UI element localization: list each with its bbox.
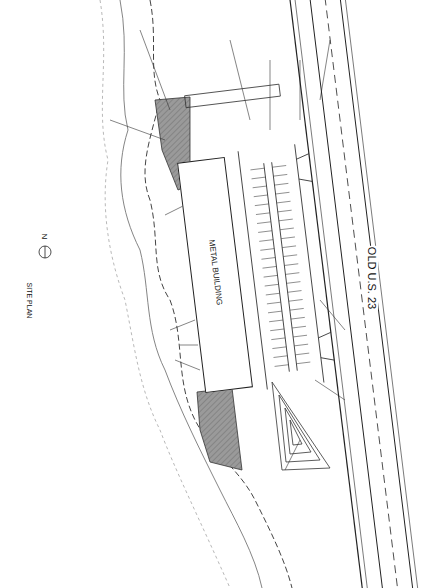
parking-stall xyxy=(271,338,285,340)
road-line xyxy=(330,0,413,588)
parking-stall xyxy=(268,311,282,313)
driveway xyxy=(318,332,334,360)
sheet-title: SITE PLAN xyxy=(26,281,33,319)
parking-stall xyxy=(281,237,295,239)
road-name: OLD U.S. 23 xyxy=(366,246,378,310)
parking-stall xyxy=(280,228,294,230)
parking-stall xyxy=(283,255,297,257)
parking-stall xyxy=(274,183,288,185)
parking-stall xyxy=(284,264,298,266)
parking-stall xyxy=(270,329,284,331)
parking-stall xyxy=(261,258,275,260)
parking-stall xyxy=(290,308,304,310)
driveway xyxy=(296,154,312,182)
parking-stall xyxy=(277,201,291,203)
parking-stall xyxy=(291,317,305,319)
parking-stall xyxy=(293,335,307,337)
parking-stall xyxy=(264,275,278,277)
north-arrow xyxy=(45,246,46,258)
parking-strip xyxy=(185,84,281,107)
parking-stall xyxy=(263,266,277,268)
building-footprint: METAL BUILDING xyxy=(177,157,253,393)
parking-stall xyxy=(258,231,272,233)
parking-stall xyxy=(266,293,280,295)
property-line xyxy=(145,0,292,588)
parking-stall xyxy=(253,186,267,188)
north-arrow xyxy=(39,246,51,258)
parking-stall xyxy=(282,246,296,248)
parking-stall xyxy=(287,282,301,284)
parking-stall xyxy=(275,365,289,367)
parking-stall xyxy=(252,177,266,179)
parking-stall xyxy=(259,240,273,242)
paved-area xyxy=(197,388,242,470)
parking-stall xyxy=(295,353,309,355)
parking-stall xyxy=(273,174,287,176)
parking-stall xyxy=(279,219,293,221)
leader-lines xyxy=(110,30,345,470)
parking-stall xyxy=(292,326,306,328)
parking-stall xyxy=(294,344,308,346)
north-letter: N xyxy=(41,232,50,240)
parking-stall xyxy=(260,249,274,251)
building-label: METAL BUILDING xyxy=(207,239,224,305)
pond-contours xyxy=(272,382,330,470)
parking-stall xyxy=(285,273,299,275)
parking-stall xyxy=(273,356,287,358)
parking-stall xyxy=(269,320,283,322)
road-line xyxy=(315,0,398,588)
parking-stall xyxy=(257,222,271,224)
parking-stall xyxy=(272,166,286,168)
parking-stall xyxy=(288,291,302,293)
parking-stall xyxy=(276,192,290,194)
parking-stall xyxy=(256,213,270,215)
road-line xyxy=(335,0,418,588)
parking-stall xyxy=(296,362,310,364)
parking-stall xyxy=(250,168,264,170)
contour-line xyxy=(120,0,262,588)
parking-stall xyxy=(255,204,269,206)
parking-stall xyxy=(254,195,268,197)
parking-stall xyxy=(289,300,303,302)
parking-stall xyxy=(267,302,281,304)
parking-stall xyxy=(278,210,292,212)
parking-stall xyxy=(265,284,279,286)
parking-curb xyxy=(295,144,324,382)
parking-stall xyxy=(272,347,286,349)
